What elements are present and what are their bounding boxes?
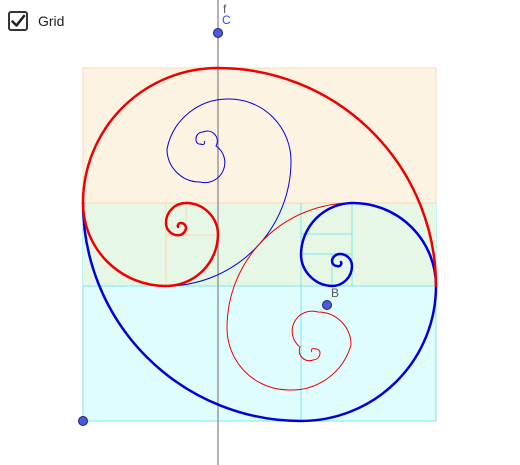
line-f-label: f [223, 2, 227, 16]
point-b[interactable] [322, 300, 332, 310]
red-thick-spiral [81, 66, 438, 288]
point-b-label: B [331, 286, 339, 300]
point-bottom-left[interactable] [78, 416, 88, 426]
grid-label: Grid [38, 13, 65, 29]
blue-thin-spiral [165, 98, 292, 287]
red-thin-spiral [226, 202, 353, 391]
grid-checkbox[interactable] [8, 11, 28, 31]
grid-toggle[interactable]: Grid [8, 8, 64, 34]
point-c[interactable] [213, 28, 223, 38]
cyan-grid-lines [83, 203, 436, 421]
blue-thick-spiral [81, 201, 438, 423]
point-c-label: C [222, 13, 231, 27]
checkmark-icon [11, 14, 26, 27]
